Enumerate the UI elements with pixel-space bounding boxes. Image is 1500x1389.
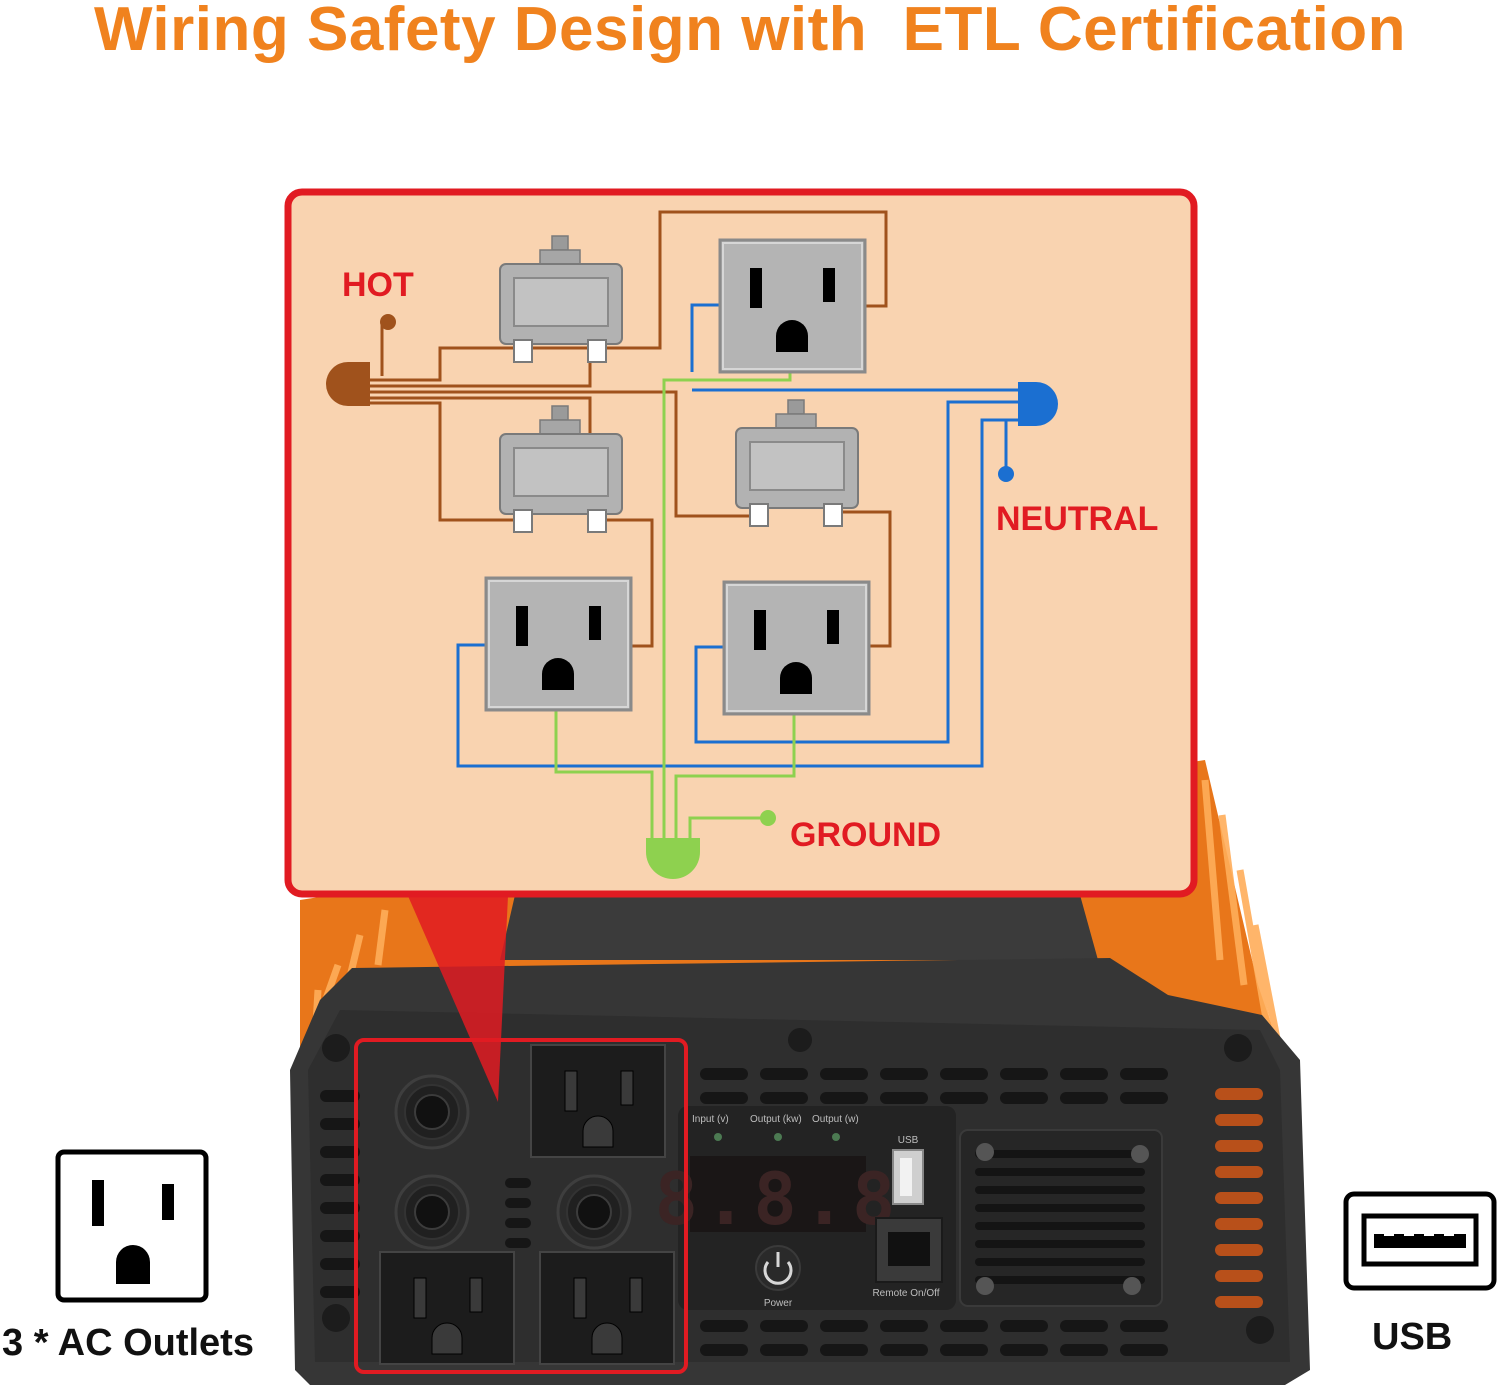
hot-label: HOT (342, 266, 414, 304)
ac-outlet-bottom-right (539, 1251, 675, 1365)
output-kw-label: Output (kw) (750, 1114, 802, 1125)
ground-label: GROUND (790, 816, 941, 854)
wiring-diagram: HOT NEUTRAL GROUND (284, 188, 1198, 898)
hot-wires (370, 210, 892, 648)
neutral-terminal (1018, 382, 1058, 426)
ground-terminal (646, 838, 700, 879)
digital-display (690, 1156, 866, 1232)
page-title: Wiring Safety Design with ETL Certificat… (93, 0, 1407, 64)
usb-caption: USB (1372, 1316, 1453, 1358)
power-label: Power (764, 1298, 793, 1309)
power-icon (763, 1261, 793, 1285)
ac-outlets-caption: 3 * AC Outlets (2, 1322, 254, 1364)
hot-terminal (326, 362, 370, 406)
receptacle-2 (484, 576, 633, 712)
inverter-body: Input (v) Output (kw) Output (w) 8.8.8 P… (290, 760, 1310, 1385)
ac-outlet-icon (55, 1149, 209, 1303)
neutral-wires (456, 303, 1030, 768)
usb-icon (1343, 1191, 1497, 1291)
remote-label: Remote On/Off (872, 1288, 939, 1299)
input-voltage-label: Input (v) (692, 1114, 729, 1125)
ac-outlet-bottom-left (379, 1251, 515, 1365)
neutral-label: NEUTRAL (996, 500, 1158, 538)
callout-pointer (408, 896, 508, 1102)
output-w-label: Output (w) (812, 1114, 859, 1125)
outlet-highlight-box (354, 1038, 688, 1374)
display-readout: 8.8.8 (655, 1157, 902, 1241)
ground-wires (554, 372, 796, 842)
receptacle-3 (722, 580, 871, 716)
ac-outlet-top (530, 1044, 666, 1158)
usb-port-label: USB (898, 1135, 919, 1146)
receptacle-1 (718, 238, 867, 374)
